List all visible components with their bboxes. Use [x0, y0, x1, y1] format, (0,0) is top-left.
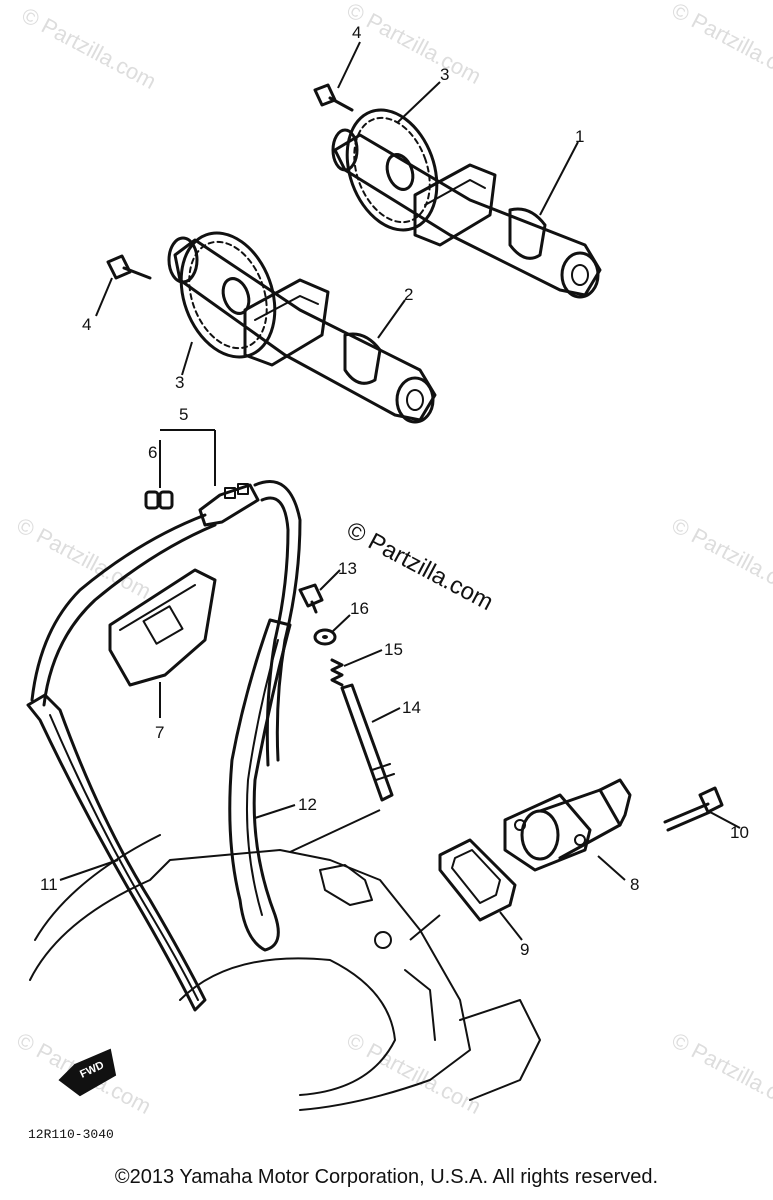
diagram-code: 12R110-3040	[28, 1127, 114, 1142]
callout-9: 9	[520, 940, 529, 959]
callout-2: 2	[404, 285, 413, 304]
chain-guide-12	[228, 618, 292, 952]
spring-15	[330, 658, 344, 687]
watermark: © Partzilla.com	[668, 512, 773, 604]
callout-13: 13	[338, 559, 357, 578]
watermark: © Partzilla.com	[668, 0, 773, 89]
callout-6: 6	[148, 443, 157, 462]
watermark: © Partzilla.com	[18, 2, 161, 94]
camshaft-2	[106, 231, 437, 424]
bolt-10	[663, 786, 724, 832]
leader-lines	[59, 41, 741, 941]
callout-15: 15	[384, 640, 403, 659]
watermark: © Partzilla.com	[668, 1027, 773, 1119]
bolt-13	[298, 583, 324, 614]
callout-12: 12	[298, 795, 317, 814]
camshaft-1	[313, 83, 602, 299]
callout-11: 11	[40, 875, 58, 894]
callout-8: 8	[630, 875, 639, 894]
chain-joint-6	[144, 490, 174, 510]
callout-4-upper: 4	[352, 23, 361, 42]
watermark: © Partzilla.com	[343, 1027, 486, 1119]
callout-3-upper: 3	[440, 65, 449, 84]
watermark: © Partzilla.com	[343, 0, 486, 89]
sprocket-3-lower	[179, 231, 277, 359]
callouts: 4 3 1 2 4 3 5 6 7 12 13 16 15 14 11 8 9 …	[40, 23, 749, 959]
bolt-4-lower	[106, 254, 152, 280]
callout-3-lower: 3	[175, 373, 184, 392]
callout-16: 16	[350, 599, 369, 618]
stopper-bolt-14	[340, 683, 395, 802]
damper-7	[108, 568, 217, 687]
tensioner-8	[503, 778, 632, 872]
cam-chain-5	[30, 480, 302, 767]
copyright-notice: ©2013 Yamaha Motor Corporation, U.S.A. A…	[114, 1166, 659, 1188]
cylinder-head-outline	[29, 834, 541, 1111]
callout-7: 7	[155, 723, 164, 742]
washer-16	[313, 628, 337, 646]
chain-guide-11	[26, 693, 207, 1012]
callout-4-lower: 4	[82, 315, 91, 334]
callout-5: 5	[179, 405, 188, 424]
bolt-4-upper	[313, 83, 354, 112]
sprocket-3-upper	[345, 108, 439, 232]
fwd-arrow-icon: FWD	[58, 1048, 117, 1097]
callout-14: 14	[402, 698, 421, 717]
callout-10: 10	[730, 823, 749, 842]
gasket-9	[438, 838, 517, 922]
watermark: © Partzilla.com	[13, 512, 156, 604]
callout-1: 1	[575, 127, 584, 146]
